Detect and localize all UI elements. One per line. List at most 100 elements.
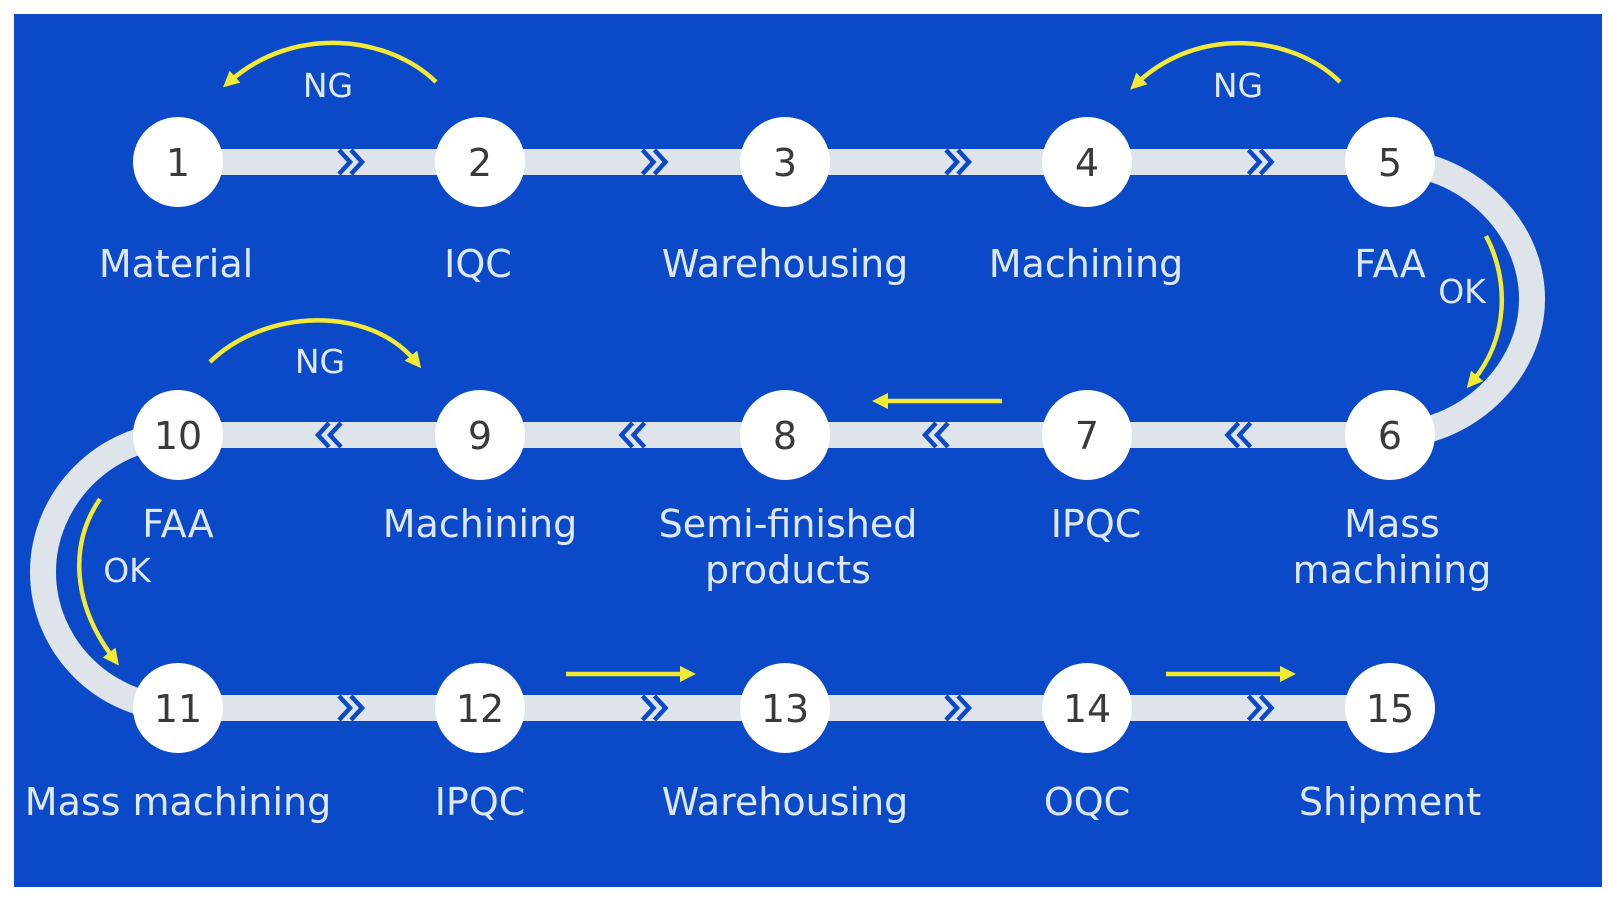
ok-label-5-to-6: OK xyxy=(1438,272,1486,311)
step-circle xyxy=(133,117,223,207)
step-node-7: 7 xyxy=(1042,390,1132,480)
ok-label-10-to-11: OK xyxy=(103,551,151,590)
chevron-3-0 xyxy=(1246,148,1263,176)
step-number: 1 xyxy=(166,141,190,185)
step-label-14: OQC xyxy=(1043,780,1131,824)
step-circle xyxy=(1042,390,1132,480)
step-label-5: FAA xyxy=(1354,242,1426,286)
step-circle xyxy=(740,663,830,753)
track-uturn-left xyxy=(29,422,181,721)
step-circle xyxy=(1345,390,1435,480)
chevron-5-1 xyxy=(652,694,669,722)
step-node-14: 14 xyxy=(1042,663,1132,753)
step-number: 12 xyxy=(456,687,504,731)
step-label-1: Material xyxy=(98,242,254,286)
ng-arrow-10-to-9 xyxy=(208,318,422,369)
chevron-7-0 xyxy=(1246,694,1263,722)
step-label-9: Machining xyxy=(382,502,578,546)
step-node-8: 8 xyxy=(740,390,830,480)
chevron-9-1 xyxy=(618,421,635,449)
chevron-3-1 xyxy=(1258,148,1275,176)
step-number: 9 xyxy=(468,414,492,458)
step-circle xyxy=(435,117,525,207)
step-number: 10 xyxy=(154,414,202,458)
step-label-11: Mass machining xyxy=(24,780,332,824)
step-node-12: 12 xyxy=(435,663,525,753)
step-label-13: Warehousing xyxy=(661,780,909,824)
step-node-2: 2 xyxy=(435,117,525,207)
chevron-4-0 xyxy=(337,694,354,722)
track-uturn-right xyxy=(1389,149,1546,448)
chevron-11-0 xyxy=(1236,421,1253,449)
chevron-4-1 xyxy=(349,694,366,722)
chevron-6-1 xyxy=(956,694,973,722)
step-circle xyxy=(133,663,223,753)
chevron-0-0 xyxy=(337,148,354,176)
step-node-11: 11 xyxy=(133,663,223,753)
step-label-15: Shipment xyxy=(1298,780,1482,824)
step-node-10: 10 xyxy=(133,390,223,480)
chevron-1-0 xyxy=(640,148,657,176)
step-number: 11 xyxy=(154,687,202,731)
ng-label-10-to-9: NG xyxy=(294,342,346,381)
chevron-5-0 xyxy=(640,694,657,722)
chevron-10-1 xyxy=(921,421,938,449)
ok-arrow-5-to-6 xyxy=(1466,234,1505,389)
step-number: 6 xyxy=(1378,414,1402,458)
step-label-10: FAA xyxy=(142,502,214,546)
step-circle xyxy=(1345,663,1435,753)
step-label-4: Machining xyxy=(988,242,1184,286)
chevron-group xyxy=(314,148,1275,722)
step-label-6: Mass machining xyxy=(1292,502,1492,592)
step-node-9: 9 xyxy=(435,390,525,480)
step-circle xyxy=(435,663,525,753)
step-node-3: 3 xyxy=(740,117,830,207)
step-node-4: 4 xyxy=(1042,117,1132,207)
step-node-1: 1 xyxy=(133,117,223,207)
step-label-3: Warehousing xyxy=(661,242,909,286)
chevron-8-1 xyxy=(314,421,331,449)
chevron-7-1 xyxy=(1258,694,1275,722)
step-node-15: 15 xyxy=(1345,663,1435,753)
step-number: 5 xyxy=(1378,141,1402,185)
step-number: 4 xyxy=(1075,141,1099,185)
step-number: 13 xyxy=(761,687,809,731)
chevron-0-1 xyxy=(349,148,366,176)
step-label-12: IPQC xyxy=(434,780,526,824)
chevron-11-1 xyxy=(1224,421,1241,449)
step-number: 2 xyxy=(468,141,492,185)
step-circle xyxy=(1345,117,1435,207)
feedback-arrows xyxy=(77,40,1505,683)
chevron-1-1 xyxy=(652,148,669,176)
chevron-2-1 xyxy=(956,148,973,176)
step-circle xyxy=(133,390,223,480)
step-label-7: IPQC xyxy=(1050,502,1142,546)
ng-arrow-2-to-1 xyxy=(222,40,438,88)
step-node-13: 13 xyxy=(740,663,830,753)
step-label-2: IQC xyxy=(444,242,512,286)
step-label-8: Semi-finished products xyxy=(658,502,918,592)
chevron-6-0 xyxy=(944,694,961,722)
ng-label-2-to-1: NG xyxy=(302,66,354,105)
chevron-9-0 xyxy=(630,421,647,449)
step-node-6: 6 xyxy=(1345,390,1435,480)
step-number: 3 xyxy=(773,141,797,185)
step-circle xyxy=(1042,663,1132,753)
step-number: 8 xyxy=(773,414,797,458)
ng-label-5-to-4: NG xyxy=(1212,66,1264,105)
ng-arrow-5-to-4 xyxy=(1130,41,1342,90)
step-number: 14 xyxy=(1063,687,1111,731)
step-circle xyxy=(740,390,830,480)
step-circle xyxy=(435,390,525,480)
step-circle xyxy=(1042,117,1132,207)
step-number: 15 xyxy=(1366,687,1414,731)
step-node-5: 5 xyxy=(1345,117,1435,207)
step-number: 7 xyxy=(1075,414,1099,458)
chevron-2-0 xyxy=(944,148,961,176)
step-circle xyxy=(740,117,830,207)
chevron-8-0 xyxy=(326,421,343,449)
chevron-10-0 xyxy=(933,421,950,449)
